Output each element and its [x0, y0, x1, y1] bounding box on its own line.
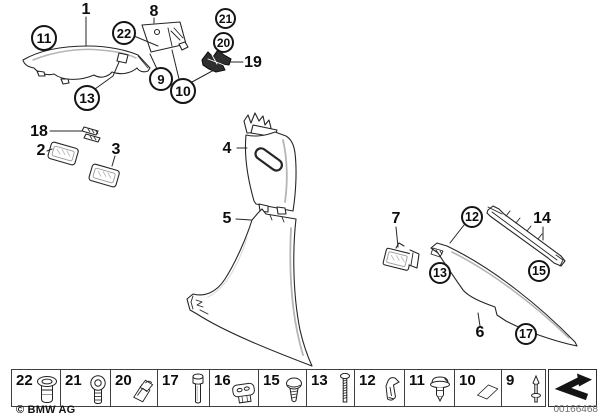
- callout-14: 14: [533, 210, 551, 227]
- legend-cell-17: 17: [158, 370, 210, 406]
- callout-circle-13-left: 13: [74, 85, 100, 111]
- callout-circle-9: 9: [149, 67, 173, 91]
- legend-number: 9: [506, 372, 515, 389]
- legend-number: 10: [459, 372, 476, 389]
- legend-number: 11: [409, 372, 425, 389]
- overview-arrow-box: [548, 369, 597, 407]
- clip-19-part: [201, 49, 232, 73]
- rail-14-part: [486, 205, 566, 267]
- legend-number: 17: [162, 372, 179, 389]
- legend-number: 20: [115, 372, 132, 389]
- leader-lines: [46, 16, 544, 327]
- callout-8: 8: [149, 3, 159, 20]
- clip-18-part: [81, 126, 101, 143]
- callout-circle-13-right: 13: [429, 262, 451, 284]
- locking-pin-icon: [531, 375, 541, 403]
- callout-circle-22: 22: [112, 21, 136, 45]
- callout-circle-15: 15: [528, 260, 550, 282]
- callout-7: 7: [391, 210, 401, 227]
- callout-circle-12: 12: [461, 206, 483, 228]
- callout-circle-17: 17: [515, 323, 537, 345]
- callout-19: 19: [244, 54, 262, 71]
- expanding-nut-icon: [231, 382, 255, 404]
- adhesive-pad-icon: [476, 384, 499, 400]
- legend-number: 12: [359, 372, 376, 389]
- callout-4: 4: [222, 140, 232, 157]
- callout-2: 2: [36, 142, 46, 159]
- a-pillar-trim-part: [22, 45, 151, 85]
- washer-screw-icon: [286, 377, 302, 403]
- sheet-clip-icon: [385, 377, 400, 401]
- legend-number: 21: [65, 372, 82, 389]
- legend-cell-13: 13: [307, 370, 355, 406]
- callout-1: 1: [81, 1, 91, 18]
- legend-number: 22: [16, 372, 33, 389]
- callout-circle-21: 21: [215, 8, 236, 29]
- legend-cell-16: 16: [210, 370, 259, 406]
- callout-circle-10: 10: [170, 78, 196, 104]
- cover-cap-2-part: [47, 141, 79, 166]
- legend-cell-9: 9: [502, 370, 545, 406]
- legend-cell-11: 11: [405, 370, 455, 406]
- callout-circle-20: 20: [213, 32, 234, 53]
- bracket-plate-part: [141, 21, 189, 53]
- callout-18: 18: [30, 123, 48, 140]
- callout-5: 5: [222, 210, 232, 227]
- legend-number: 15: [263, 372, 280, 389]
- callout-3: 3: [111, 141, 121, 158]
- callout-6: 6: [475, 324, 485, 341]
- b-pillar-lower-trim-part: [186, 208, 313, 367]
- legend-cell-21: 21: [61, 370, 111, 406]
- b-pillar-upper-trim-part: [243, 112, 297, 215]
- fastener-legend: 22 21: [11, 369, 546, 407]
- long-screw-icon: [340, 373, 350, 403]
- legend-cell-12: 12: [355, 370, 405, 406]
- legend-number: 13: [311, 372, 328, 389]
- image-number: 00166468: [553, 404, 599, 415]
- overview-arrow-icon: [554, 373, 592, 401]
- expanding-rivet-icon: [430, 376, 450, 403]
- copyright-text: © BMW AG: [16, 404, 76, 416]
- grommet-icon: [37, 376, 57, 404]
- cylinder-bolt-icon: [192, 373, 204, 404]
- legend-cell-22: 22: [12, 370, 61, 406]
- legend-cell-20: 20: [111, 370, 158, 406]
- legend-number: 16: [214, 372, 231, 389]
- cover-7-part: [382, 242, 420, 271]
- callout-circle-11: 11: [31, 25, 57, 51]
- cover-cap-3-part: [88, 163, 120, 188]
- round-head-screw-icon: [90, 375, 106, 405]
- legend-cell-15: 15: [259, 370, 307, 406]
- legend-cell-10: 10: [455, 370, 502, 406]
- spring-clip-icon: [132, 379, 153, 403]
